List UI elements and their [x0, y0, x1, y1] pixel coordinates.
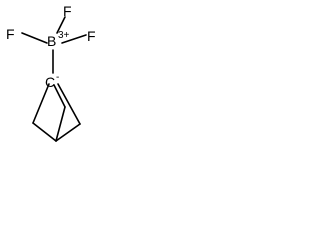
molecule-diagram: F F F B 3+ C -	[6, 3, 96, 142]
bond-c-center-bridge	[53, 84, 66, 108]
bond-bottom-left	[32, 122, 57, 142]
bond-c-right-bridge	[57, 83, 81, 125]
bond-bottom-right	[55, 123, 81, 142]
bond-b-f-left	[21, 32, 48, 44]
bond-c-left-bridge	[32, 83, 50, 124]
atom-fluorine-left: F	[6, 26, 15, 42]
boron-charge: 3+	[58, 30, 70, 41]
atom-fluorine-right: F	[87, 28, 96, 44]
atom-fluorine-top: F	[63, 3, 72, 19]
bond-center-lower	[55, 106, 66, 142]
bond-b-f-right	[61, 34, 87, 44]
atom-boron: B	[47, 33, 56, 49]
carbon-charge: -	[56, 72, 59, 83]
atom-carbon: C	[45, 74, 55, 90]
bond-b-f-top	[56, 16, 66, 34]
